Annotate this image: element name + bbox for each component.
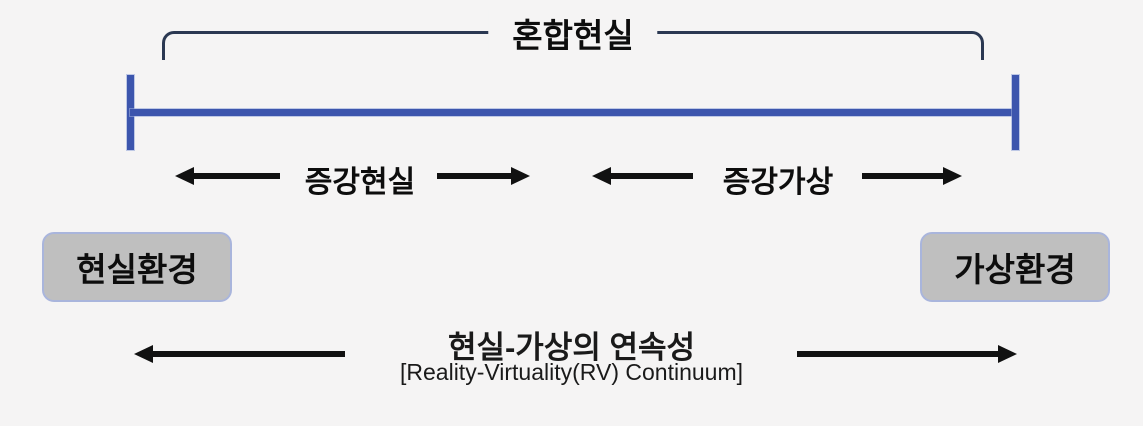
augmented-virtuality-label: 증강가상 [722,166,834,199]
continuum-axis-left-arrow [153,351,345,357]
augmented-reality-label: 증강현실 [304,166,416,199]
mixed-reality-label: 혼합현실 [488,9,658,58]
augmented-virtuality-right-arrow [862,173,943,179]
continuum-axis-right-arrow [797,351,998,357]
continuum-axis-title-ko: 현실-가상의 연속성 [447,330,696,365]
continuum-axis-title-en: [Reality-Virtuality(RV) Continuum] [400,359,743,385]
augmented-reality-left-arrow [194,173,280,179]
augmented-virtuality-left-arrow [611,173,693,179]
virtual-environment-label: 가상환경 [954,251,1076,288]
augmented-reality-right-arrow [437,173,511,179]
continuum-line-right-cap [1012,75,1019,150]
real-environment-box: 현실환경 [42,232,232,302]
continuum-line [130,109,1016,116]
virtual-environment-box: 가상환경 [920,232,1110,302]
real-environment-label: 현실환경 [76,251,198,288]
mixed-reality-bracket: 혼합현실 [162,9,984,60]
